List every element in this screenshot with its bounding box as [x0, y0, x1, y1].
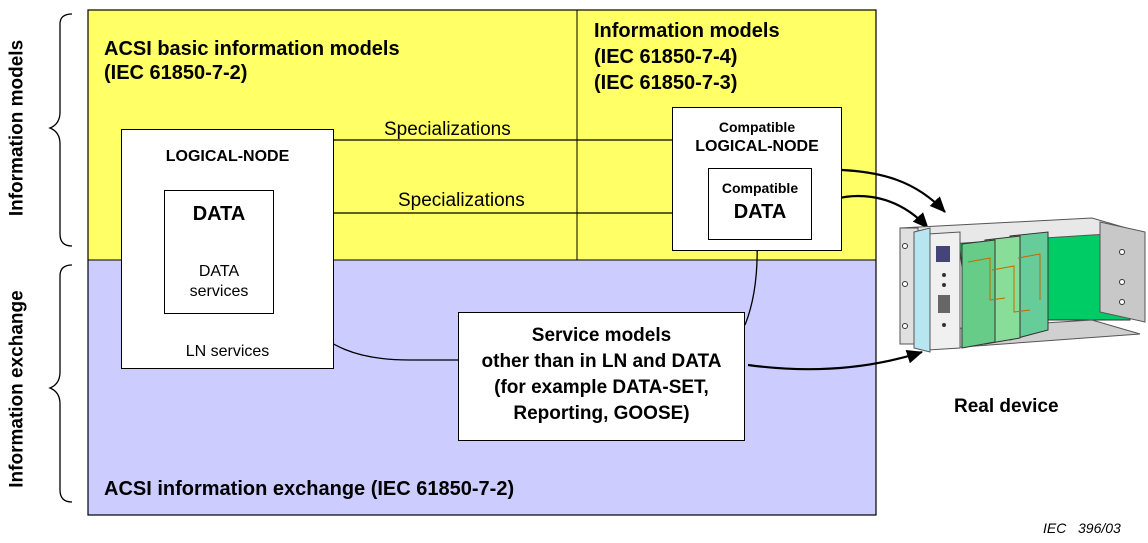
service-models-line2: other than in LN and DATA	[481, 351, 722, 372]
device-screw	[902, 281, 908, 287]
real-device-label: Real device	[954, 396, 1059, 417]
device-connector	[938, 295, 950, 313]
device-right-plate	[1099, 221, 1146, 323]
compatible-data-line1: Compatible	[721, 180, 799, 196]
compatible-ln-line2: LOGICAL-NODE	[695, 138, 819, 155]
data-box	[164, 190, 274, 314]
device-screw	[1119, 279, 1125, 285]
service-models-box	[458, 312, 745, 441]
brace-bottom	[48, 264, 73, 503]
specializations-label-ln: Specializations	[384, 119, 511, 140]
basic-models-title: ACSI basic information models (IEC 61850…	[104, 37, 400, 85]
info-models-title-text: Information models	[594, 20, 780, 42]
ln-services-label: LN services	[185, 343, 270, 360]
device-trace	[991, 265, 1031, 313]
device-led	[942, 323, 946, 327]
device-card	[961, 239, 996, 349]
outer-frame	[87, 9, 877, 516]
figure-id: IEC 396/03	[1043, 520, 1121, 536]
device-trace	[1017, 253, 1041, 300]
service-models-line3: (for example DATA-SET,	[494, 377, 709, 398]
compatible-data-line2: DATA	[733, 201, 787, 223]
data-title: DATA	[192, 203, 246, 225]
device-screw	[1119, 299, 1125, 305]
logical-node-title: LOGICAL-NODE	[165, 148, 290, 165]
info-models-title: Information models (IEC 61850-7-4) (IEC …	[594, 18, 780, 96]
specializations-label-data: Specializations	[398, 190, 525, 211]
device-screw	[902, 323, 908, 329]
brace-top	[48, 13, 73, 247]
service-models-text: Service models other than in LN and DATA…	[458, 323, 745, 427]
info-models-ref-7-3: (IEC 61850-7-3)	[594, 72, 738, 94]
info-models-ref-7-4: (IEC 61850-7-4)	[594, 46, 738, 68]
service-models-line4: Reporting, GOOSE)	[513, 403, 690, 424]
compatible-ln-label: Compatible LOGICAL-NODE	[672, 117, 842, 157]
device-side-plate	[913, 227, 931, 353]
device-led	[942, 283, 946, 287]
basic-models-ref: (IEC 61850-7-2)	[104, 62, 248, 84]
data-services-line1: DATA	[198, 263, 240, 280]
device-trace	[967, 257, 1006, 301]
data-services-label: DATA services	[164, 262, 274, 302]
device-screw	[902, 243, 908, 249]
service-models-line1: Service models	[531, 325, 672, 346]
device-display	[936, 246, 950, 262]
compatible-ln-line1: Compatible	[718, 119, 796, 135]
exchange-title: ACSI information exchange (IEC 61850-7-2…	[104, 478, 515, 500]
ln-to-device-arrow	[841, 168, 946, 213]
service-to-device-arrow	[747, 349, 923, 371]
basic-models-title-text: ACSI basic information models	[104, 38, 400, 60]
device-screw	[1119, 249, 1125, 255]
compatible-data-label: Compatible DATA	[708, 176, 812, 224]
device-led	[942, 273, 946, 277]
data-services-line2: services	[189, 283, 249, 300]
compatible-data-box	[708, 168, 812, 240]
